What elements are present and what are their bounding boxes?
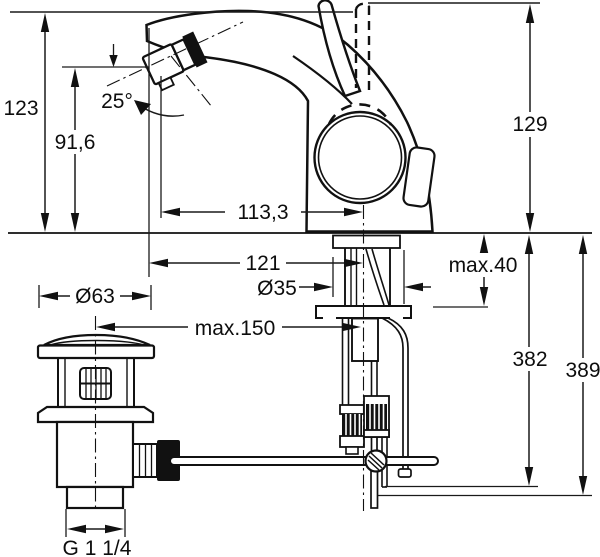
cartridge-ring-outer — [313, 110, 407, 205]
waste-body — [55, 420, 135, 489]
dim-label-rod-length: 389 — [565, 359, 600, 382]
shank-hose-curve2 — [371, 248, 390, 306]
flange-notch-left — [323, 315, 336, 320]
side-tab — [402, 146, 436, 208]
shank-hose-curve1 — [365, 248, 385, 306]
dim-label-spray-angle: 25° — [101, 90, 133, 113]
ball-joint — [364, 449, 388, 473]
hose-connector-bottom — [339, 435, 365, 448]
centerlines — [94, 21, 365, 512]
waste-side-outlet — [132, 443, 158, 478]
rod-coupling-bottom — [363, 429, 390, 438]
dim-label-drain-offset: 121 — [245, 252, 280, 275]
waste-neck — [57, 358, 135, 407]
rod-lower — [370, 470, 379, 509]
ball-joint-hatch — [367, 452, 385, 471]
dim-label-hose-length: 382 — [512, 348, 547, 371]
label-backgrounds — [56, 112, 600, 382]
plug-dome-inner — [49, 339, 145, 346]
pop-up-rod — [351, 317, 390, 509]
linkage-rod — [169, 456, 439, 466]
linkage — [169, 449, 439, 473]
rod-coupling-knurl — [366, 404, 387, 430]
outlet-knob — [157, 440, 180, 481]
supply-hose-right — [381, 317, 412, 478]
hose-connector-top — [339, 404, 365, 415]
supply-hose-left — [339, 318, 365, 455]
dim-label-handle-height: 129 — [512, 113, 547, 136]
dimension-arrowheads — [39, 4, 588, 534]
dim-label-deck-thickness: max.40 — [449, 254, 518, 277]
dim-label-aerator-height: 91,6 — [55, 131, 96, 154]
aerator — [141, 31, 208, 92]
below-deck-assembly — [315, 234, 412, 509]
body-neck-line — [292, 55, 353, 105]
cartridge-ring-inner — [317, 115, 403, 200]
dim-label-total-height: 123 — [3, 97, 38, 120]
lever-handle — [317, 0, 362, 98]
hose-end-cap — [397, 468, 412, 478]
flange-notch-right — [390, 315, 403, 320]
hose-nipple — [345, 446, 359, 455]
dimension-labels: 123 91,6 25° 129 113,3 121 max.40 Ø63 Ø3… — [3, 90, 600, 557]
dim-label-rod-distance: max.150 — [195, 317, 276, 340]
aerator-nub — [157, 76, 175, 92]
rod-guide-tube — [351, 317, 379, 362]
base-plate — [332, 234, 401, 249]
angle-arc-arrow — [134, 100, 151, 115]
lever-handle-raised-dashed — [354, 2, 371, 90]
dim-label-spout-reach: 113,3 — [238, 201, 289, 224]
cartridge-dashed-arc — [327, 103, 393, 126]
aerator-socket-dark — [182, 31, 208, 68]
dim-label-waste-thread: G 1 1/4 — [63, 537, 132, 557]
aerator-cross-axis — [170, 55, 213, 108]
drain-assembly — [36, 333, 180, 510]
dim-label-flange-dia: Ø63 — [75, 285, 115, 308]
hose-connector-knurl — [342, 414, 362, 436]
aerator-axis — [106, 21, 244, 87]
faucet-body — [145, 0, 436, 233]
dim-label-hole-dia: Ø35 — [257, 277, 297, 300]
